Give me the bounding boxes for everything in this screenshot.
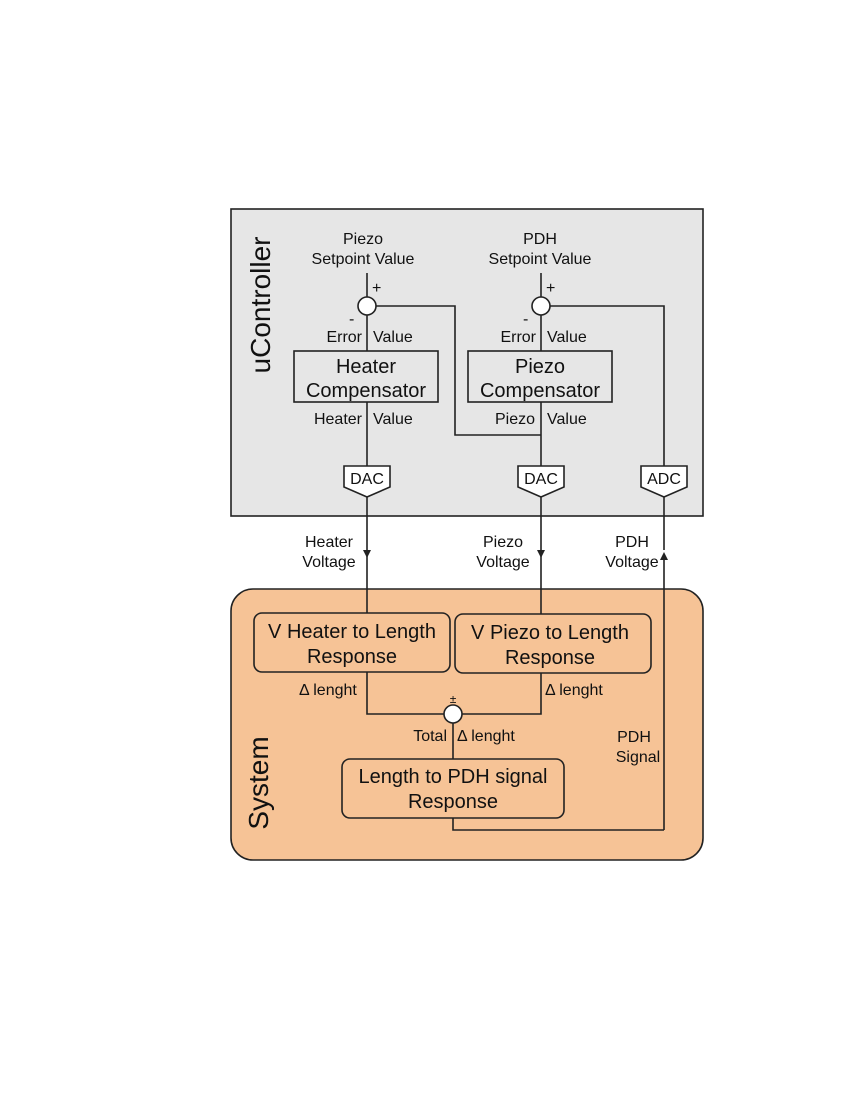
ucontroller-title: uController bbox=[245, 237, 276, 374]
heater-error-value-label: Value bbox=[373, 329, 413, 346]
pdh-adc-block bbox=[640, 465, 688, 498]
pdh-signal-label: PDH bbox=[617, 729, 651, 746]
heater-length-line bbox=[366, 672, 444, 715]
heater-voltage-label-2: Voltage bbox=[302, 554, 355, 571]
piezo-response-box bbox=[454, 613, 652, 674]
pdh-setpoint-summer bbox=[531, 296, 551, 316]
pdh-signal-line bbox=[452, 818, 664, 831]
heater-delta-length-label: Δ lenght bbox=[299, 682, 357, 699]
heater-output-label: Heater bbox=[314, 411, 363, 428]
pdh-response-label: Length to PDH signal bbox=[358, 766, 547, 788]
length-summer bbox=[443, 704, 463, 724]
pdh-setpoint-label: PDH bbox=[523, 231, 557, 248]
pdh-feedback-line bbox=[550, 305, 665, 466]
piezo-error-value-label: Value bbox=[547, 329, 587, 346]
piezo-summer-minus: - bbox=[349, 311, 354, 328]
piezo-output-value-label: Value bbox=[547, 411, 587, 428]
pdh-setpoint-label-2: Setpoint Value bbox=[489, 251, 592, 268]
piezo-compensator-label: Piezo bbox=[515, 356, 565, 378]
pdh-signal-label-2: Signal bbox=[616, 749, 660, 766]
total-delta-length-label: Δ lenght bbox=[457, 728, 515, 745]
heater-response-label-2: Response bbox=[307, 646, 397, 668]
piezo-setpoint-summer bbox=[357, 296, 377, 316]
piezo-summer-plus: + bbox=[372, 280, 381, 297]
heater-output-value-label: Value bbox=[373, 411, 413, 428]
heater-compensator-label: Heater bbox=[336, 356, 396, 378]
piezo-voltage-label: Piezo bbox=[483, 534, 523, 551]
piezo-response-label: V Piezo to Length bbox=[471, 622, 629, 644]
pdh-summer-plus: + bbox=[546, 280, 555, 297]
pdh-voltage-label: PDH bbox=[615, 534, 649, 551]
heater-dac-label: DAC bbox=[350, 471, 384, 488]
piezo-dac-block bbox=[517, 465, 565, 498]
piezo-output-label: Piezo bbox=[495, 411, 535, 428]
heater-error-label: Error bbox=[326, 329, 362, 346]
piezo-response-label-2: Response bbox=[505, 647, 595, 669]
heater-response-box bbox=[253, 612, 451, 673]
piezo-length-line bbox=[462, 673, 542, 715]
piezo-voltage-label-2: Voltage bbox=[476, 554, 529, 571]
heater-compensator-label-2: Compensator bbox=[306, 380, 426, 402]
piezo-compensator-label-2: Compensator bbox=[480, 380, 600, 402]
total-length-label: Total bbox=[413, 728, 447, 745]
heater-voltage-label: Heater bbox=[305, 534, 354, 551]
piezo-setpoint-label-2: Setpoint Value bbox=[312, 251, 415, 268]
length-summer-sign: ± bbox=[450, 692, 457, 706]
pdh-adc-label: ADC bbox=[647, 471, 681, 488]
piezo-feedback-line bbox=[376, 305, 541, 436]
heater-compensator-box bbox=[293, 350, 439, 403]
heater-response-label: V Heater to Length bbox=[268, 621, 436, 643]
pdh-response-label-2: Response bbox=[408, 791, 498, 813]
piezo-delta-length-label: Δ lenght bbox=[545, 682, 603, 699]
pdh-summer-minus: - bbox=[523, 311, 528, 328]
heater-dac-block bbox=[343, 465, 391, 498]
piezo-dac-label: DAC bbox=[524, 471, 558, 488]
piezo-error-label: Error bbox=[500, 329, 536, 346]
system-title: System bbox=[243, 736, 274, 829]
piezo-setpoint-label: Piezo bbox=[343, 231, 383, 248]
piezo-compensator-box bbox=[467, 350, 613, 403]
pdh-voltage-label-2: Voltage bbox=[605, 554, 658, 571]
